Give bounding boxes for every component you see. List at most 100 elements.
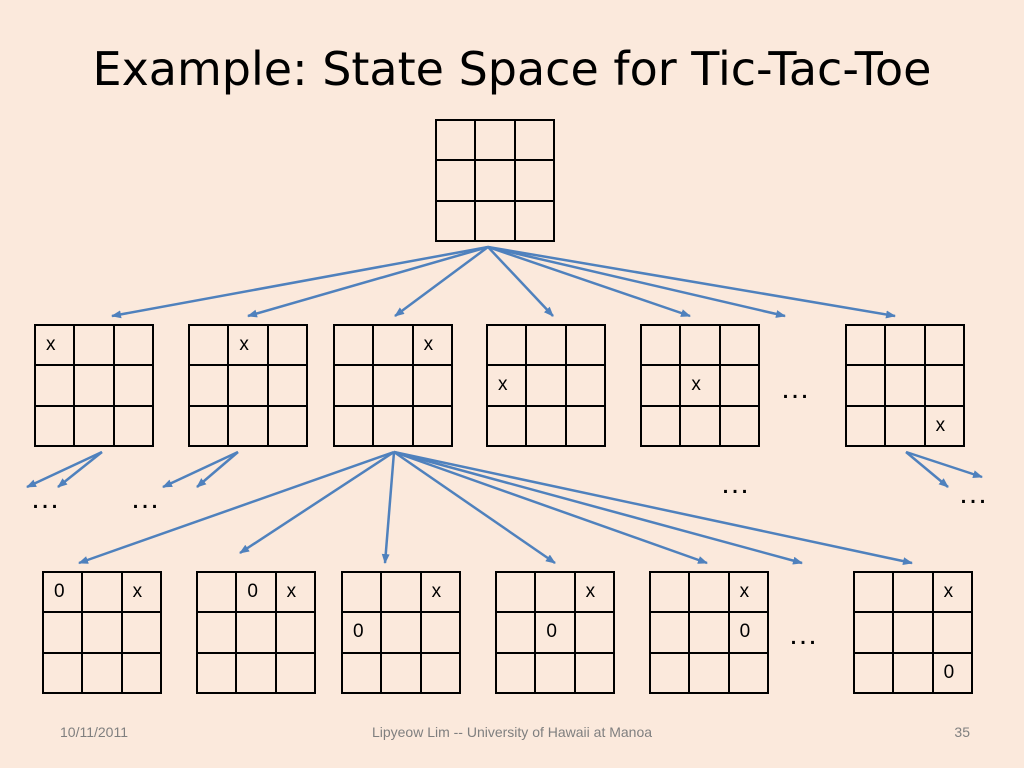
arrow-board-3-to-level2-4 (393, 450, 556, 565)
board-cell (121, 612, 161, 653)
board-cell (893, 612, 933, 653)
board-cell: x (420, 572, 460, 613)
board-cell (689, 652, 729, 693)
board-cell (113, 325, 153, 366)
board-cell (728, 652, 768, 693)
board-cell: 0 (932, 652, 972, 693)
arrow-root-to-board-1 (111, 245, 489, 319)
board-level1-3: x (333, 324, 453, 447)
board-cell (526, 405, 566, 446)
board-cell (82, 652, 122, 693)
board-cell (689, 572, 729, 613)
board-cell (373, 365, 413, 406)
board-cell (526, 325, 566, 366)
board-cell (197, 612, 237, 653)
arrow-board-3-to-level2-3 (381, 451, 396, 564)
board-cell (228, 405, 268, 446)
board-cell (267, 405, 307, 446)
board-cell (43, 652, 83, 693)
board-cell (514, 160, 554, 201)
board-cell: 0 (535, 612, 575, 653)
board-cell (885, 405, 925, 446)
board-cell (121, 652, 161, 693)
board-cell (74, 365, 114, 406)
board-cell (436, 160, 476, 201)
board-cell (113, 405, 153, 446)
footer-page-number: 35 (954, 724, 970, 740)
board-cell: x (487, 365, 527, 406)
arrow-root-to-board-7 (487, 245, 896, 319)
board-cell (650, 652, 690, 693)
board-cell (228, 365, 268, 406)
board-cell (719, 365, 759, 406)
arrow-board-3-to-level2-2 (239, 450, 395, 555)
board-cell (535, 652, 575, 693)
board-cell (342, 652, 382, 693)
board-cell (680, 405, 720, 446)
board-cell (267, 365, 307, 406)
arrow-board-2-child-a (162, 450, 239, 489)
arrow-root-to-board-6 (487, 245, 786, 318)
board-cell (267, 325, 307, 366)
board-cell (565, 405, 605, 446)
arrow-board-1-child-b (57, 451, 103, 488)
board-cell: 0 (43, 572, 83, 613)
board-cell (197, 572, 237, 613)
board-cell: x (228, 325, 268, 366)
board-cell (82, 612, 122, 653)
slide-title: Example: State Space for Tic-Tac-Toe (92, 42, 932, 96)
board-level1-1: x (34, 324, 154, 447)
board-cell (436, 200, 476, 241)
board-cell (43, 612, 83, 653)
arrow-board-3-to-level2-5 (393, 450, 708, 565)
board-cell (35, 365, 75, 406)
board-cell (641, 325, 681, 366)
board-level1-6: x (845, 324, 965, 447)
board-cell: x (412, 325, 452, 366)
board-cell (236, 652, 276, 693)
board-cell (893, 572, 933, 613)
board-cell (565, 325, 605, 366)
board-cell (342, 572, 382, 613)
board-cell (236, 612, 276, 653)
board-cell (924, 365, 964, 406)
board-root (435, 119, 555, 242)
board-cell (275, 612, 315, 653)
board-cell (846, 405, 886, 446)
board-cell (334, 405, 374, 446)
board-cell (496, 612, 536, 653)
board-cell: x (932, 572, 972, 613)
board-cell (275, 652, 315, 693)
board-cell (565, 365, 605, 406)
ellipsis-level2: … (788, 618, 818, 651)
footer-date: 10/11/2011 (60, 724, 128, 740)
board-cell: x (924, 405, 964, 446)
board-cell (475, 120, 515, 161)
board-cell (113, 365, 153, 406)
board-cell (514, 120, 554, 161)
board-cell (535, 572, 575, 613)
board-cell (641, 365, 681, 406)
board-cell (854, 612, 894, 653)
board-cell (189, 405, 229, 446)
board-cell (719, 405, 759, 446)
ellipsis-board2-children: … (130, 482, 160, 515)
board-cell (496, 652, 536, 693)
board-cell (932, 612, 972, 653)
board-cell (420, 652, 460, 693)
board-cell (574, 652, 614, 693)
board-level1-5: x (640, 324, 760, 447)
board-cell (373, 405, 413, 446)
board-cell (496, 572, 536, 613)
board-cell (475, 160, 515, 201)
board-cell (650, 612, 690, 653)
arrow-root-to-board-5 (487, 245, 691, 318)
board-cell (689, 612, 729, 653)
board-cell (381, 652, 421, 693)
board-cell (420, 612, 460, 653)
arrow-board-3-to-level2-6 (393, 450, 803, 565)
